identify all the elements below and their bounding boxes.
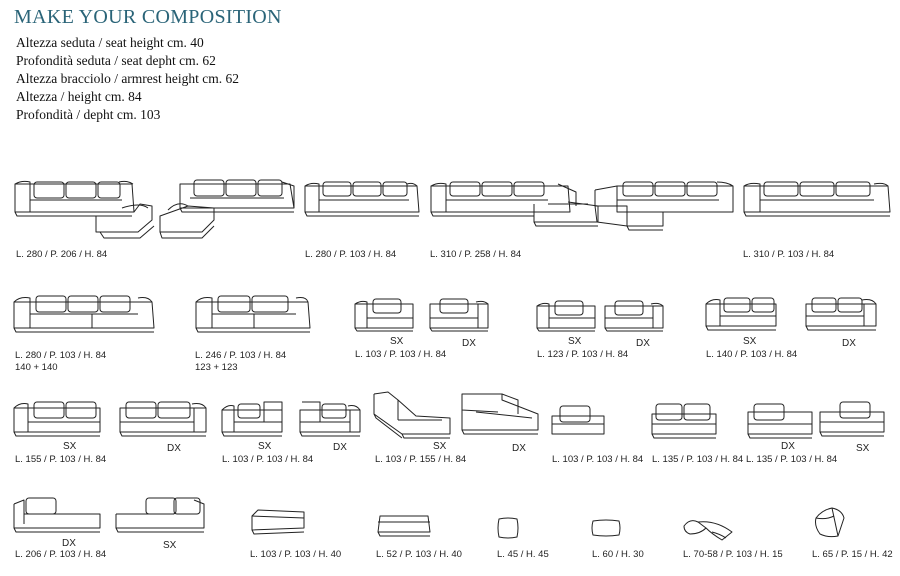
armless-206-sx-drawing [115,497,205,533]
caption-r2c3: L. 103 / P. 103 / H. 84 [355,349,447,360]
spec-list: Altezza seduta / seat height cm. 40 Prof… [16,34,239,124]
pouf-103-drawing [251,509,305,535]
armless-135-drawing [651,403,717,439]
label-sx: SX [743,336,757,347]
label-dx: DX [636,338,650,349]
caption-r2c2: L. 246 / P. 103 / H. 84 [195,350,287,361]
spec-depth: Profondità / depht cm. 103 [16,107,161,122]
module-155-sx-drawing [13,401,101,437]
label-dx: DX [462,338,476,349]
sofa-chaise-310-mirror-drawing [594,181,734,231]
sofa-280-two-seat-drawing [13,295,155,333]
armless-103-drawing [551,405,605,435]
spec-height: Altezza / height cm. 84 [16,89,142,104]
caption-r1c4: L. 310 / P. 103 / H. 84 [743,249,835,260]
caption-r2c1b: 140 + 140 [15,362,58,373]
label-dx: DX [167,443,181,454]
module-140-sx-drawing [705,297,777,331]
sofa-corner-set-drawing [14,180,155,239]
caption-r3c1: L. 155 / P. 103 / H. 84 [15,454,107,465]
chaise-155-dx-drawing [461,393,539,435]
sofa-246-drawing [195,295,311,333]
label-dx: DX [512,443,526,454]
cushion-45-drawing [497,517,519,539]
page-title: MAKE YOUR COMPOSITION [14,6,282,28]
label-sx: SX [856,443,870,454]
label-dx: DX [62,538,76,549]
module-140-dx-drawing [805,297,877,331]
sofa-310-drawing [743,181,891,217]
caption-r4c5: L. 60 / H. 30 [592,549,644,560]
caption-r2c5: L. 140 / P. 103 / H. 84 [706,349,798,360]
label-sx: SX [568,336,582,347]
caption-r4c6: L. 70-58 / P. 103 / H. 15 [683,549,783,560]
chaise-155-sx-drawing [373,391,451,439]
caption-r2c1: L. 280 / P. 103 / H. 84 [15,350,107,361]
caption-r4c7: L. 65 / P. 15 / H. 42 [812,549,893,560]
spec-seat-depth: Profondità seduta / seat depht cm. 62 [16,53,216,68]
label-dx: DX [842,338,856,349]
caption-r4c1: L. 206 / P. 103 / H. 84 [15,549,107,560]
spec-seat-height: Altezza seduta / seat height cm. 40 [16,35,204,50]
caption-r4c2: L. 103 / P. 103 / H. 40 [250,549,342,560]
module-123-dx-drawing [604,300,664,332]
back-cushion-drawing [815,507,845,538]
cushion-60-drawing [591,519,621,537]
corner-103-sx-drawing [221,401,283,437]
module-155-dx-drawing [119,401,207,437]
label-dx: DX [781,441,795,452]
caption-r3c2: L. 103 / P. 103 / H. 84 [222,454,314,465]
spec-armrest-height: Altezza bracciolo / armrest height cm. 6… [16,71,240,86]
label-sx: SX [163,540,177,551]
caption-r1c1: L. 280 / P. 206 / H. 84 [16,249,108,260]
caption-r1c2: L. 280 / P. 103 / H. 84 [305,249,397,260]
label-sx: SX [433,441,447,452]
armless-206-dx-drawing [13,497,101,533]
corner-sofa-left-drawing [159,179,295,239]
corner-103-dx-drawing [299,401,361,437]
caption-r4c4: L. 45 / H. 45 [497,549,549,560]
sofa-chaise-310-drawing [430,181,599,227]
label-sx: SX [390,336,404,347]
caption-r3c5: L. 135 / P. 103 / H. 84 [652,454,744,465]
label-sx: SX [258,441,272,452]
caption-r4c3: L. 52 / P. 103 / H. 40 [376,549,462,560]
throw-cushion-drawing [683,520,733,541]
caption-r2c4: L. 123 / P. 103 / H. 84 [537,349,629,360]
module-103-sx-drawing [354,298,414,332]
label-dx: DX [333,442,347,453]
sofa-end-135-dx-drawing [747,403,813,439]
caption-r1c3: L. 310 / P. 258 / H. 84 [430,249,522,260]
sofa-280-drawing [304,181,420,217]
module-123-sx-drawing [536,300,596,332]
module-103-dx-drawing [429,298,489,332]
caption-r2c2b: 123 + 123 [195,362,238,373]
pouf-52-drawing [377,515,431,537]
caption-r3c4: L. 103 / P. 103 / H. 84 [552,454,644,465]
sofa-end-135-sx-drawing [819,401,885,437]
label-sx: SX [63,441,77,452]
caption-r3c6: L. 135 / P. 103 / H. 84 [746,454,838,465]
caption-r3c3: L. 103 / P. 155 / H. 84 [375,454,467,465]
